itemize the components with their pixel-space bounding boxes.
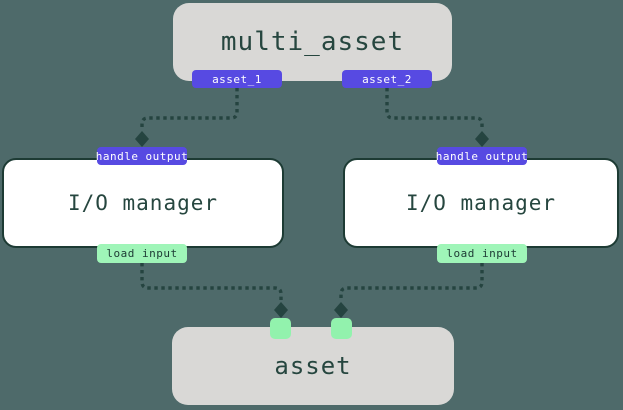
node-io-manager-right: I/O manager (343, 158, 619, 248)
asset-input-handle-2 (331, 318, 352, 339)
node-io-manager-left: I/O manager (2, 158, 284, 248)
edge-io-left-to-asset (140, 263, 283, 300)
edge-asset2-to-io-right (385, 88, 484, 130)
output-badge-asset-1: asset_1 (192, 70, 282, 88)
load-input-badge-left: load input (97, 244, 187, 263)
node-asset: asset (172, 327, 454, 405)
asset-label: asset (274, 352, 352, 380)
handle-output-badge-right: handle output (436, 147, 528, 165)
load-input-badge-right: load input (437, 244, 527, 263)
arrowhead-diamond-io-right (475, 131, 489, 147)
node-multi-asset: multi_asset (173, 3, 452, 81)
handle-output-badge-left: handle output (96, 147, 188, 165)
edge-asset1-to-io-left (140, 88, 239, 130)
asset-input-handle-1 (270, 318, 291, 339)
arrowhead-diamond-asset-2 (334, 302, 348, 318)
io-manager-right-label: I/O manager (405, 191, 557, 215)
multi-asset-label: multi_asset (220, 27, 405, 57)
io-manager-left-label: I/O manager (67, 191, 219, 215)
output-badge-asset-2: asset_2 (342, 70, 432, 88)
arrowhead-diamond-io-left (135, 131, 149, 147)
arrowhead-diamond-asset-1 (274, 302, 288, 318)
edge-io-right-to-asset (339, 263, 484, 300)
